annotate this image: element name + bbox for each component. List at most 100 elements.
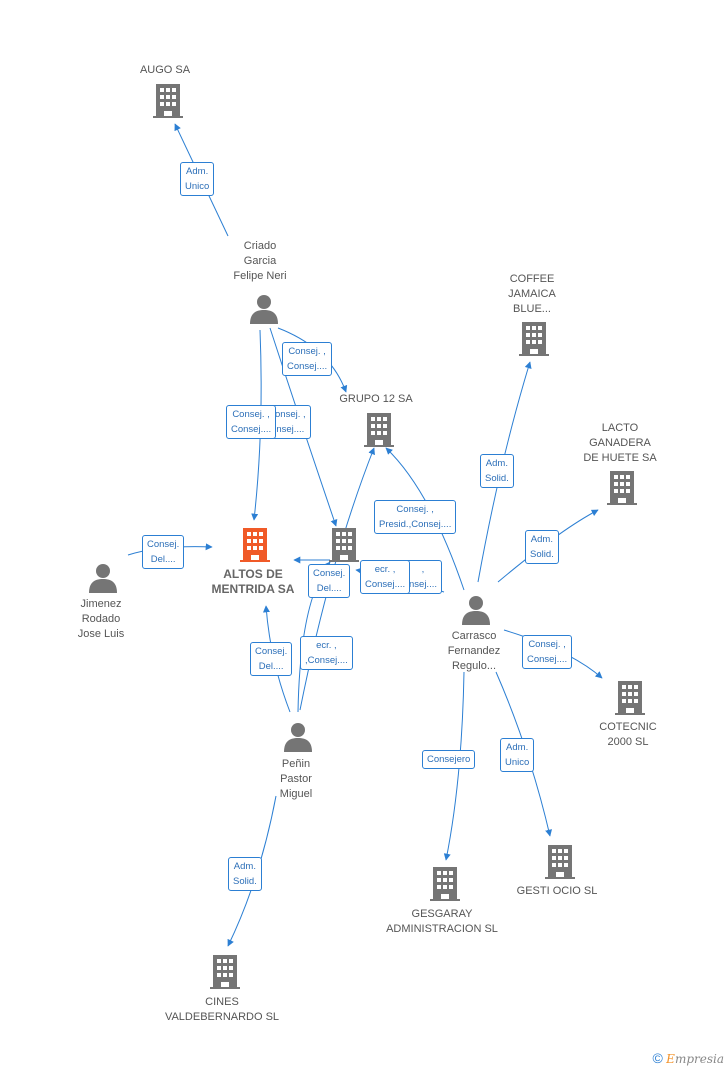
label-line: BLUE... [513, 303, 551, 315]
edge-label-line: Consej.... [287, 361, 328, 372]
node-label-gesgaray[interactable]: GESGARAY ADMINISTRACION SL [386, 907, 498, 937]
label-line: JAMAICA [508, 288, 556, 300]
edge-label-line: Consej.... [527, 654, 568, 665]
label-line: ADMINISTRACION SL [386, 923, 498, 935]
label-line: COFFEE [509, 273, 555, 285]
edge-label-carrasco-coffee[interactable]: Adm. Solid. [480, 454, 514, 488]
label-line: VALDEBERNARDO SL [164, 1011, 280, 1023]
building-icon-gestiocio[interactable] [545, 845, 575, 879]
edge-label-jimenez-altos[interactable]: Consej. Del.... [142, 535, 185, 569]
node-label-altos[interactable]: ALTOS DE MENTRIDA SA [212, 567, 295, 597]
building-icon-cines[interactable] [210, 955, 240, 989]
edge-label-penin-mid[interactable]: Consej. Del.... [308, 564, 351, 598]
node-label-penin[interactable]: Peñin Pastor Miguel [280, 757, 312, 802]
brand-logo: Empresia [666, 1052, 724, 1066]
edge-label-line: Del.... [150, 554, 176, 565]
node-label-criado[interactable]: Criado Garcia Felipe Neri [233, 239, 286, 284]
edge-label-line: Unico [185, 181, 210, 192]
edge-label-line: Unico [505, 757, 530, 768]
edge-label-line: Consej. [255, 646, 288, 657]
label-line: DE HUETE SA [583, 452, 657, 464]
label-line: MENTRIDA SA [211, 582, 295, 596]
edge-label-criado-mid[interactable]: onsej. , nsej.... [270, 405, 311, 439]
edge-label-line: Del.... [258, 661, 284, 672]
edge-label-line: Consej. , [232, 409, 270, 420]
label-line: ALTOS DE [223, 567, 283, 581]
label-line: GANADERA [589, 437, 651, 449]
node-label-cotecnic[interactable]: COTECNIC 2000 SL [599, 720, 656, 750]
edge-label-carrasco-gestiocio[interactable]: Adm. Unico [500, 738, 535, 772]
edge-label-line: Solid. [485, 473, 509, 484]
label-line: Fernandez [447, 645, 501, 657]
person-icon-criado[interactable] [250, 295, 278, 324]
brand-rest: mpresia [674, 1052, 724, 1066]
edge-label-line: ,Consej.... [305, 655, 348, 666]
node-label-augo[interactable]: AUGO SA [139, 64, 191, 76]
edge-label-line: Consej.... [365, 579, 406, 590]
node-label-lacto[interactable]: LACTO GANADERA DE HUETE SA [583, 421, 656, 466]
edge-label-line: ecr. , [374, 564, 396, 575]
label-line: LACTO [601, 422, 639, 434]
edge-label-line: , [421, 564, 425, 575]
building-icon-gesgaray[interactable] [430, 867, 460, 901]
edge-carrasco-gesgaray [443, 671, 465, 861]
edge-label-line: Solid. [530, 549, 554, 560]
edge-label-line: Consej. , [396, 504, 434, 515]
label-line: Carrasco [451, 630, 497, 642]
edge-label-line: Consej. , [288, 346, 326, 357]
label-line: COTECNIC [599, 721, 657, 733]
node-label-cines[interactable]: CINES VALDEBERNARDO SL [165, 995, 279, 1025]
edge-label-line: Consej.... [231, 424, 272, 435]
edge-label-carrasco-grupo12[interactable]: Consej. , Presid.,Consej.... [374, 500, 457, 534]
building-icon-cotecnic[interactable] [615, 681, 645, 715]
edge-label-criado-grupo12[interactable]: Consej. , Consej.... [282, 342, 333, 376]
edge-label-line: Adm. [506, 742, 529, 753]
label-line: Regulo... [451, 660, 497, 672]
edge-label-line: Del.... [316, 583, 342, 594]
node-label-carrasco[interactable]: Carrasco Fernandez Regulo... [448, 629, 501, 674]
node-label-grupo12[interactable]: GRUPO 12 SA [339, 393, 413, 405]
building-icon-altos[interactable] [240, 528, 270, 562]
edge-label-criado-augo[interactable]: Adm. Unico [180, 162, 215, 196]
node-label-gestiocio[interactable]: GESTI OCIO SL [516, 885, 598, 897]
edge-label-carrasco-mid[interactable]: , nsej.... [404, 560, 442, 594]
person-icon-jimenez[interactable] [89, 564, 117, 593]
label-line: Rodado [81, 613, 121, 625]
edge-label-line: Adm. [233, 861, 256, 872]
building-icon-lacto[interactable] [607, 471, 637, 505]
edge-label-carrasco-gesgaray[interactable]: Consejero [422, 750, 476, 769]
label-line: GESGARAY [411, 908, 473, 920]
edge-label-criado-altos[interactable]: Consej. , Consej.... [226, 405, 277, 439]
label-line: Jose Luis [77, 628, 125, 640]
label-line: Garcia [243, 255, 277, 267]
edge-label-line: onsej. , [275, 409, 306, 420]
label-line: Peñin [281, 758, 311, 770]
building-icon-grupo12[interactable] [364, 413, 394, 447]
label-line: CINES [205, 996, 239, 1008]
edge-label-carrasco-lacto[interactable]: Adm. Solid. [525, 530, 559, 564]
edge-label-penin-cines[interactable]: Adm. Solid. [228, 857, 262, 891]
building-icon-coffee[interactable] [519, 322, 549, 356]
edge-label-line: ecr. , [316, 640, 337, 651]
person-icon-carrasco[interactable] [462, 596, 490, 625]
person-icon-penin[interactable] [284, 723, 312, 752]
edge-label-line: Consej. [147, 539, 180, 550]
building-icon-augo[interactable] [153, 84, 183, 118]
edge-label-carrasco-cotecnic[interactable]: Consej. , Consej.... [522, 635, 573, 669]
edge-label-mid-altos[interactable]: ecr. , Consej.... [360, 560, 411, 594]
brand-first-letter: E [666, 1052, 675, 1066]
edge-label-penin-altos[interactable]: Consej. Del.... [250, 642, 293, 676]
node-label-jimenez[interactable]: Jimenez Rodado Jose Luis [78, 597, 124, 642]
edge-label-line: Adm. [186, 166, 209, 177]
label-line: Jimenez [80, 598, 122, 610]
edge-label-line: Presid.,Consej.... [379, 519, 452, 530]
building-icon-unnamed[interactable] [329, 528, 359, 562]
copyright-icon: © [652, 1050, 663, 1066]
edge-label-penin-altos-secondary[interactable]: ecr. , ,Consej.... [300, 636, 353, 670]
edge-label-line: Adm. [485, 458, 508, 469]
edge-label-line: Solid. [233, 876, 257, 887]
label-line: Miguel [279, 788, 313, 800]
footer-brand: © Empresia [653, 1050, 725, 1066]
node-label-coffee[interactable]: COFFEE JAMAICA BLUE... [508, 272, 556, 317]
